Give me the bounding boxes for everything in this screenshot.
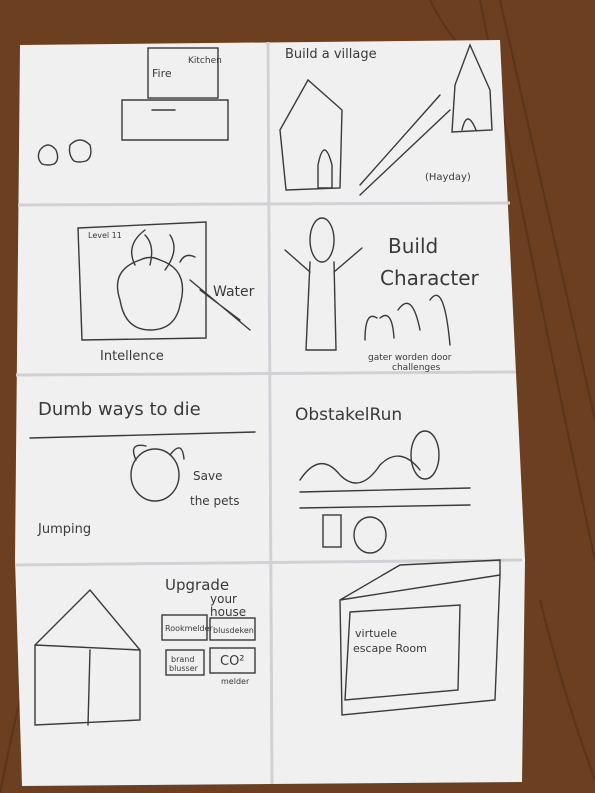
hamster-ears-sketch [132, 444, 185, 461]
village-title: Build a village [285, 47, 377, 62]
house-sketch [279, 78, 343, 191]
church-sketch [451, 43, 493, 133]
obstacle-title: ObstakelRun [295, 405, 402, 425]
hayday-note: (Hayday) [425, 172, 471, 183]
kitchen-label: Kitchen [188, 56, 222, 66]
blusser-label: blusser [169, 664, 199, 673]
upgrade-title-2: your [210, 592, 237, 606]
kitchen-counter-sketch [121, 99, 229, 141]
rookmelder-label: Rookmelder [165, 624, 214, 633]
intellence-caption: Intellence [100, 349, 164, 364]
character-title-1: Build [388, 234, 438, 258]
escape-label-1: virtuele [355, 627, 397, 640]
escape-label-2: escape Room [353, 642, 427, 655]
fire-sketch [116, 229, 184, 331]
blusdeken-box [209, 617, 256, 641]
obstacle-rock-sketch [353, 516, 387, 554]
level-label: Level 11 [88, 231, 122, 240]
melder-label: melder [221, 677, 250, 686]
hamster-face-sketch [130, 448, 180, 502]
stove-knob-sketch-2 [68, 139, 92, 163]
brandblusser-box [165, 649, 205, 676]
save-label-1: Save [193, 469, 222, 483]
character-body-sketch [284, 247, 363, 351]
level-frame-sketch [77, 221, 207, 341]
dumb-ways-title: Dumb ways to die [38, 399, 201, 420]
brand-label: brand [171, 655, 194, 664]
escape-room-sketch [339, 559, 501, 716]
upgrade-title-1: Upgrade [165, 576, 229, 594]
title-underline-sketch [29, 431, 256, 439]
jumping-label: Jumping [37, 522, 91, 537]
character-head-sketch [309, 217, 335, 263]
character-caption-2: challenges [392, 363, 441, 373]
fire-label: Fire [152, 67, 172, 80]
track-baseline-sketch [299, 504, 471, 509]
stove-knob-sketch-1 [37, 144, 59, 166]
rookmelder-box [161, 614, 208, 641]
sketch-ink [29, 43, 501, 726]
character-caption-1: gater worden door [368, 353, 452, 363]
co2-box [209, 647, 256, 674]
character-group-sketch [364, 294, 451, 346]
blusdeken-label: blusdeken [213, 626, 254, 635]
paper-folds [15, 41, 523, 785]
character-title-2: Character [380, 266, 480, 290]
co2-label: CO² [220, 654, 245, 669]
runner-ball-sketch [410, 430, 440, 480]
upgrade-title-3: house [210, 605, 246, 619]
track-wave-sketch [299, 455, 471, 493]
big-house-sketch [34, 588, 141, 726]
save-label-2: the pets [190, 494, 239, 508]
water-hose-sketch [179, 254, 251, 331]
road-sketch [359, 94, 451, 196]
water-label: Water [213, 284, 255, 300]
kitchen-board-sketch [147, 47, 219, 99]
obstacle-can-sketch [322, 514, 342, 548]
